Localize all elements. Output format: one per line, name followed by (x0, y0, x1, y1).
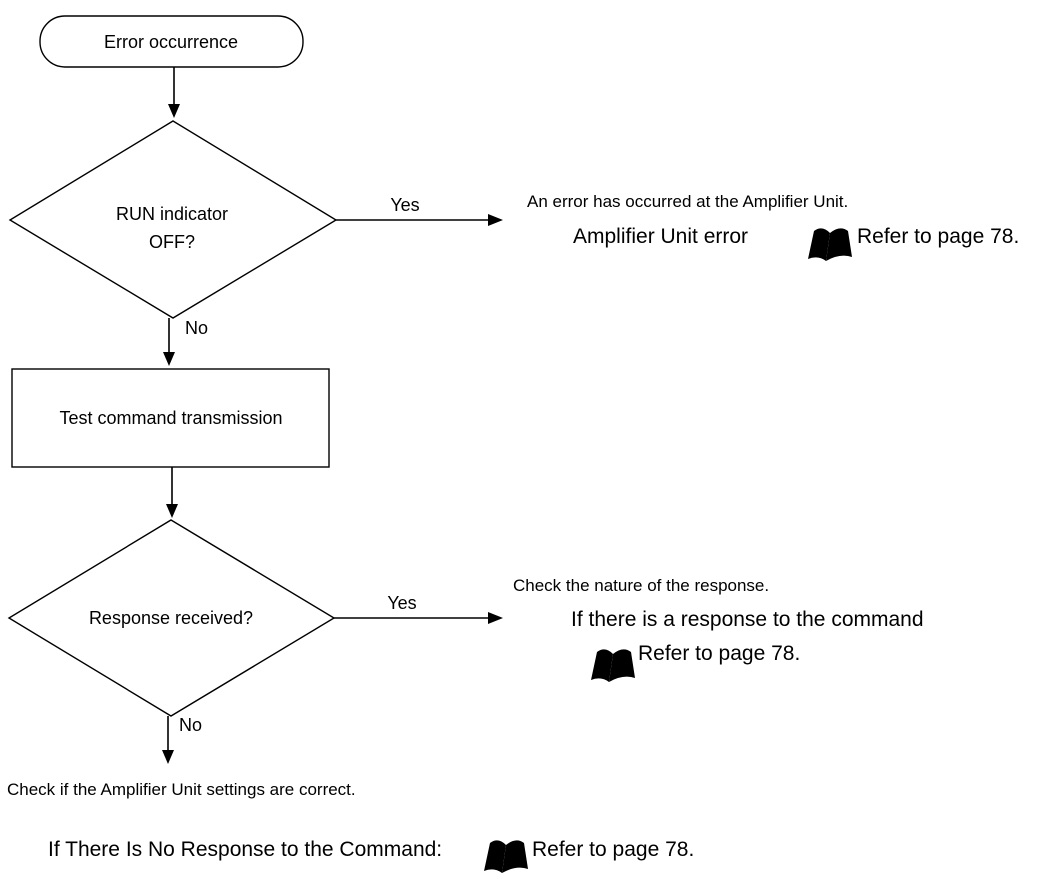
note-response-ref: Refer to page 78. (638, 642, 800, 665)
note-settings-heading: Check if the Amplifier Unit settings are… (7, 780, 356, 799)
edge-label-yes-1: Yes (390, 195, 419, 215)
connector-decision1-yes: Yes (336, 195, 503, 226)
edge-label-no-1: No (185, 318, 208, 338)
connector-decision1-no: No (163, 318, 208, 366)
note-no-response-ref: Refer to page 78. (532, 838, 694, 861)
start-terminal: Error occurrence (39, 15, 304, 68)
connector-decision2-no: No (162, 715, 202, 764)
process-test-command: Test command transmission (11, 368, 330, 468)
start-terminal-label: Error occurrence (104, 32, 238, 52)
connector-decision2-yes: Yes (334, 593, 503, 624)
note-response-item: If there is a response to the command (571, 608, 924, 631)
note-amplifier-error: An error has occurred at the Amplifier U… (527, 192, 1019, 261)
decision-run-indicator: RUN indicator OFF? (8, 120, 338, 319)
manual-book-icon (484, 839, 528, 873)
note-settings-check: Check if the Amplifier Unit settings are… (7, 780, 356, 799)
manual-book-icon (808, 227, 852, 261)
note-amplifier-error-ref: Refer to page 78. (857, 225, 1019, 248)
decision-run-indicator-line1: RUN indicator (116, 204, 228, 224)
note-amplifier-error-item: Amplifier Unit error (573, 225, 748, 248)
note-response: Check the nature of the response. If the… (513, 576, 924, 682)
note-no-response: If There Is No Response to the Command: … (48, 838, 694, 873)
decision-run-indicator-line2: OFF? (149, 232, 195, 252)
edge-label-no-2: No (179, 715, 202, 735)
manual-book-icon (591, 648, 635, 682)
note-response-heading: Check the nature of the response. (513, 576, 769, 595)
note-no-response-item: If There Is No Response to the Command: (48, 838, 442, 861)
decision-response-received-label: Response received? (89, 608, 253, 628)
connector-start-to-decision1 (168, 67, 180, 118)
decision-response-received: Response received? (7, 519, 336, 717)
note-amplifier-error-heading: An error has occurred at the Amplifier U… (527, 192, 848, 211)
process-test-command-label: Test command transmission (59, 408, 282, 428)
connector-process-to-decision2 (166, 467, 178, 518)
edge-label-yes-2: Yes (387, 593, 416, 613)
